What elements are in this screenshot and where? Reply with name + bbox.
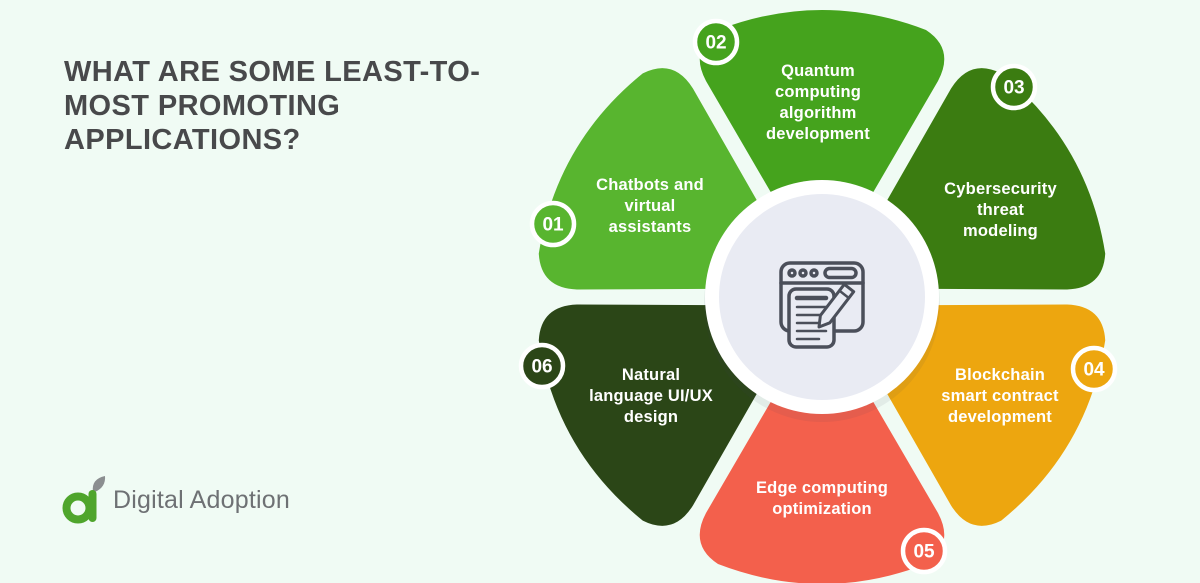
badge-03-number: 03 [1003,78,1024,99]
badge-05-number: 05 [913,542,935,563]
petal-label-edge-computing: Edge computing optimization [755,479,889,518]
badge-02-number: 02 [705,33,726,54]
badge-06-number: 06 [531,357,552,378]
badge-02: 02 [692,18,740,66]
petal-label-chatbots: Chatbots and virtual assistants [596,176,704,236]
badge-01-number: 01 [542,215,564,236]
badge-06: 06 [518,342,566,390]
badge-04: 04 [1070,345,1118,393]
digital-adoption-logo-icon [62,476,106,524]
page-title-line: APPLICATIONS? [64,124,301,156]
badge-04-number: 04 [1083,360,1105,381]
petal-natural-language [538,304,760,526]
petal-label-natural-language: Natural language UI/UX design [589,366,713,426]
badge-05: 05 [900,527,948,575]
petal-cybersecurity [884,68,1106,290]
badge-01: 01 [529,200,577,248]
document-editor-icon [779,261,865,349]
petal-chatbots [538,68,760,290]
petal-blockchain [884,304,1106,526]
petal-label-quantum: Quantum computing algorithm development [766,62,870,143]
page-title-line: MOST PROMOTING [64,90,341,122]
brand-logo: Digital Adoption [62,475,290,525]
page-title-line: WHAT ARE SOME LEAST-TO- [64,56,481,88]
petal-label-blockchain: Blockchain smart contract development [941,366,1059,426]
petal-edge-computing [699,398,945,583]
petal-label-cybersecurity: Cybersecurity threat modeling [944,180,1057,240]
page-title: WHAT ARE SOME LEAST-TO- MOST PROMOTING A… [64,55,524,157]
petal-quantum-computing [699,10,945,196]
brand-name: Digital Adoption [113,485,290,514]
badge-03: 03 [990,63,1038,111]
